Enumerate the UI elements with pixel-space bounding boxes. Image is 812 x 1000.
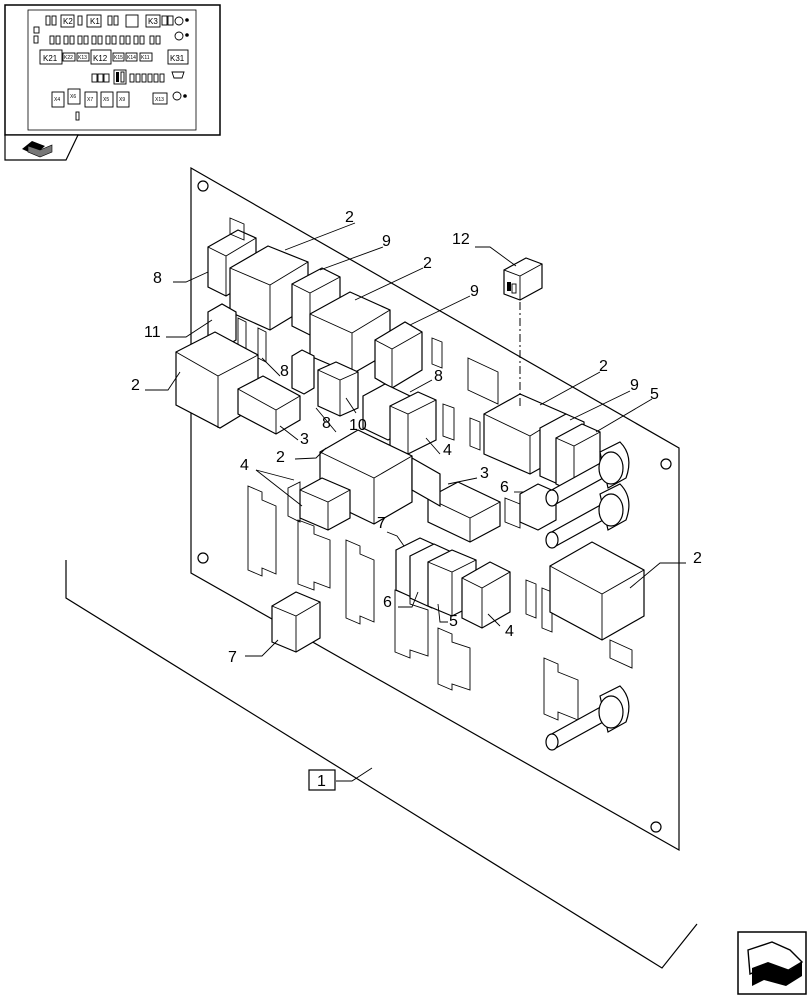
inset-relay-label: K15 (114, 55, 123, 61)
callout-8: 8 (322, 415, 331, 432)
fuse-9[interactable] (374, 321, 423, 389)
callout-8: 8 (280, 363, 289, 380)
inset-relay-label: K2 (63, 17, 73, 26)
mounting-holes (197, 180, 672, 833)
inset-relay-label: K1 (90, 17, 100, 26)
callout-2: 2 (599, 358, 608, 375)
callout-4: 4 (240, 457, 249, 474)
relay-4[interactable] (461, 561, 511, 629)
callout-3: 3 (300, 431, 309, 448)
callout-11: 11 (144, 324, 161, 341)
callout-5: 5 (650, 386, 659, 403)
inset-relay-label: K11 (141, 55, 150, 61)
inset-nav-tab[interactable] (4, 134, 79, 161)
part-group-icon (22, 141, 53, 158)
callout-2: 2 (276, 449, 285, 466)
inset-slot-label: X9 (119, 97, 125, 103)
fuse-10[interactable] (317, 361, 359, 417)
inset-slot-label: X7 (87, 97, 93, 103)
callout-8: 8 (153, 270, 162, 287)
inset-relay-label: K13 (78, 55, 87, 61)
fuse-7[interactable] (271, 591, 321, 653)
relay-3[interactable] (237, 375, 301, 435)
inset-fuse-row (49, 35, 161, 45)
fuse-8[interactable] (291, 349, 315, 395)
inset-relay-label: K12 (93, 54, 108, 63)
callout-7: 7 (377, 515, 386, 532)
callout-1-box: 1 (308, 769, 336, 791)
callout-9: 9 (630, 377, 639, 394)
inset-relay-label: K31 (170, 54, 185, 63)
callout-5: 5 (449, 613, 458, 630)
callout-10: 10 (349, 417, 367, 434)
inset-relay-label: K3 (148, 17, 158, 26)
inset-relay-label: K21 (43, 54, 58, 63)
callout-12: 12 (452, 231, 470, 248)
inset-thumbnail[interactable]: K2 K1 K3 K21 K22 K13 K12 K (4, 4, 221, 136)
callout-labels: 2 9 8 2 12 9 11 2 8 2 8 9 5 8 10 3 4 2 4… (131, 209, 702, 666)
inset-relay-label: K14 (127, 55, 136, 61)
callout-4: 4 (443, 442, 452, 459)
callout-4: 4 (505, 623, 514, 640)
relay-2[interactable] (549, 541, 645, 641)
relay-3[interactable] (427, 481, 501, 543)
callout-9: 9 (382, 233, 391, 250)
callout-1: 1 (317, 773, 326, 790)
callout-7: 7 (228, 649, 237, 666)
inset-slot-label: X4 (54, 97, 60, 103)
fuse-12[interactable] (503, 257, 543, 301)
inset-slot-label: X6 (70, 94, 76, 100)
callout-6: 6 (500, 479, 509, 496)
relay-panel (190, 166, 680, 852)
callout-2: 2 (345, 209, 354, 226)
callout-2: 2 (693, 550, 702, 567)
callout-9: 9 (470, 283, 479, 300)
inset-slot-label: X5 (103, 97, 109, 103)
leader-lines (145, 222, 686, 782)
terminal-posts (545, 441, 630, 751)
callout-2: 2 (131, 377, 140, 394)
next-page-arrow-icon[interactable] (737, 931, 807, 995)
callout-8: 8 (434, 368, 443, 385)
inset-relay-label: K22 (64, 55, 73, 61)
base-outline (65, 560, 698, 969)
relay-4[interactable] (389, 391, 437, 455)
inset-highlight-fuse (113, 69, 127, 85)
callout-3: 3 (480, 465, 489, 482)
callout-2: 2 (423, 255, 432, 272)
inset-slot-label: X13 (155, 97, 164, 103)
callout-6: 6 (383, 594, 392, 611)
